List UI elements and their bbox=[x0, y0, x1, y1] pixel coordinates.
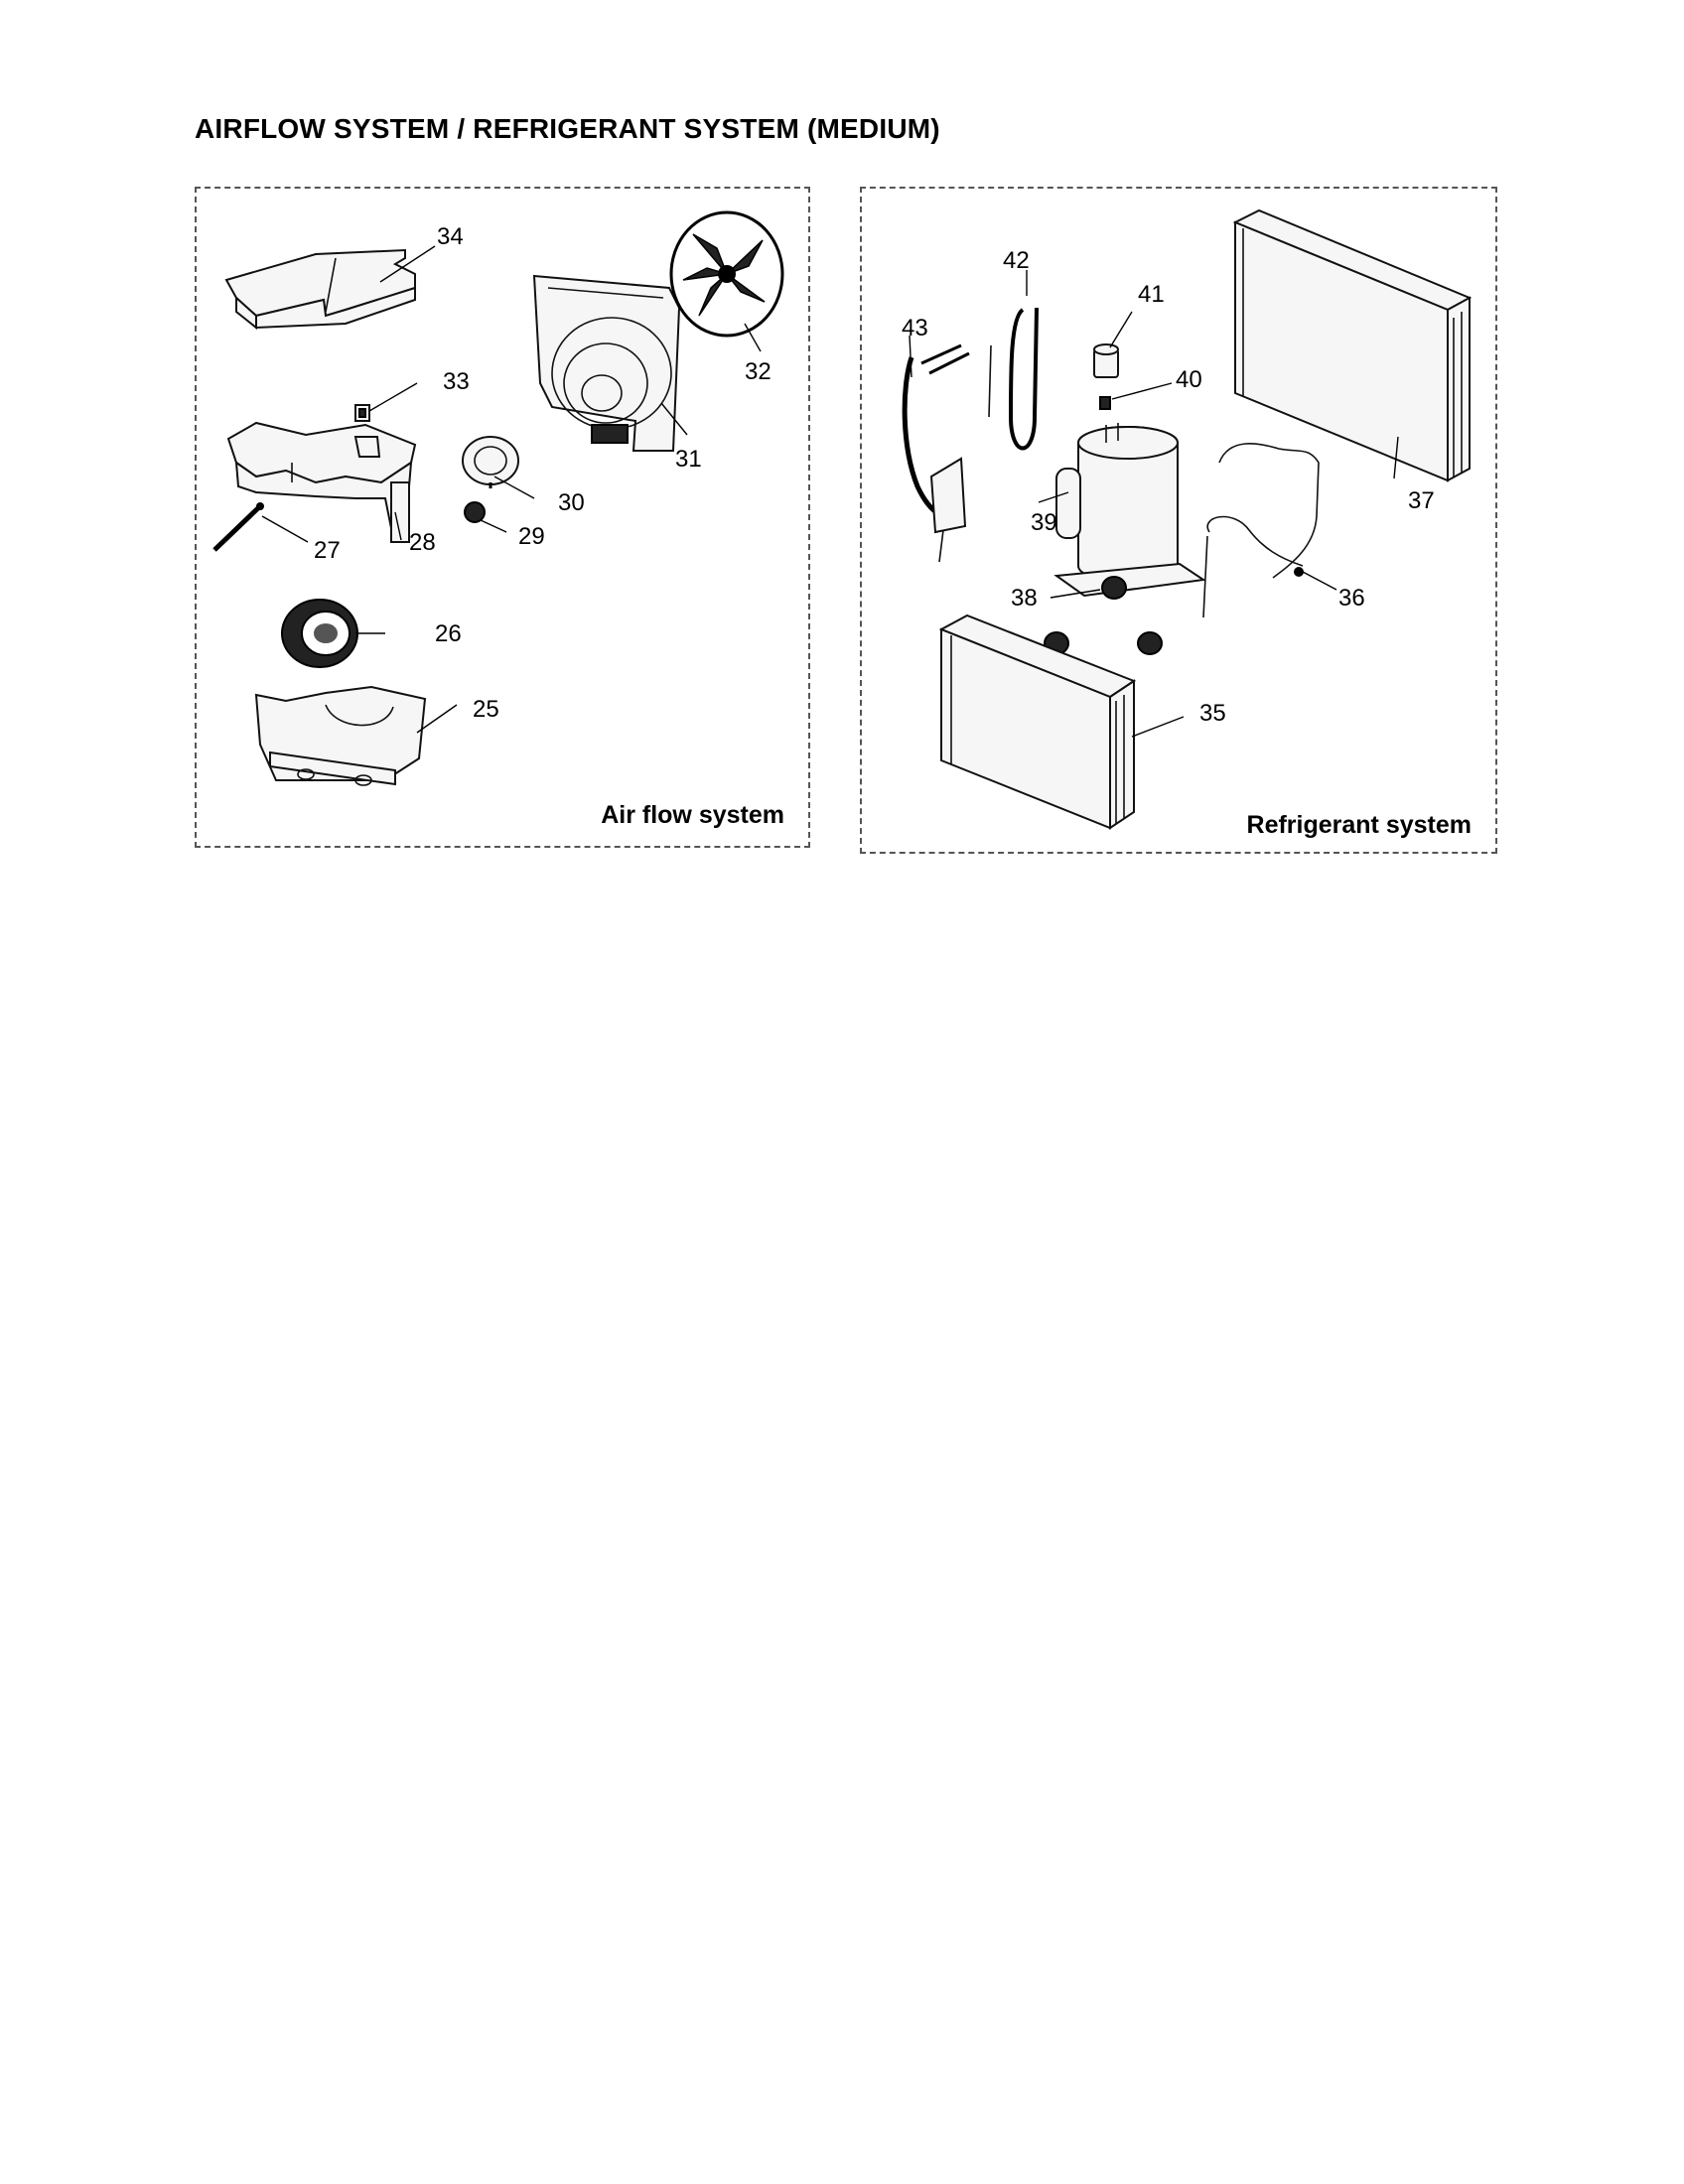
refrigerant-panel-caption: Refrigerant system bbox=[1246, 811, 1472, 839]
callout-34: 34 bbox=[437, 223, 464, 250]
part-33-small-block bbox=[354, 382, 418, 422]
callout-38: 38 bbox=[1011, 585, 1038, 612]
part-29-nut bbox=[464, 501, 507, 533]
part-26-blower-wheel bbox=[281, 599, 385, 668]
part-40-fitting bbox=[1099, 382, 1173, 410]
callout-30: 30 bbox=[558, 489, 585, 516]
callout-29: 29 bbox=[518, 523, 545, 550]
airflow-system-panel: 34 33 28 27 bbox=[195, 187, 810, 848]
callout-36: 36 bbox=[1338, 585, 1365, 612]
callout-37: 37 bbox=[1408, 487, 1435, 514]
part-30-fan-motor bbox=[462, 436, 535, 499]
page-title: AIRFLOW SYSTEM / REFRIGERANT SYSTEM (MED… bbox=[195, 113, 940, 144]
callout-35: 35 bbox=[1199, 700, 1226, 727]
airflow-panel-caption: Air flow system bbox=[601, 801, 784, 829]
part-39-compressor bbox=[1038, 423, 1206, 598]
callout-28: 28 bbox=[409, 529, 436, 556]
callout-27: 27 bbox=[314, 537, 341, 564]
callout-40: 40 bbox=[1176, 366, 1202, 393]
callout-26: 26 bbox=[435, 620, 462, 647]
callout-33: 33 bbox=[443, 368, 470, 395]
callout-25: 25 bbox=[473, 696, 499, 723]
part-32-fan-blade bbox=[669, 210, 784, 352]
refrigerant-exploded-diagram: 37 36 43 42 bbox=[902, 208, 1473, 830]
part-43-capillary-assembly bbox=[902, 335, 992, 563]
callout-41: 41 bbox=[1138, 281, 1165, 308]
part-41-terminal-cover bbox=[1093, 311, 1133, 378]
part-27-rod bbox=[212, 502, 309, 552]
part-35-condenser-coil bbox=[938, 614, 1185, 830]
part-36-suction-pipe bbox=[1202, 443, 1337, 618]
part-28-duct-housing bbox=[226, 421, 417, 543]
refrigerant-system-panel: 37 36 43 42 bbox=[860, 187, 1497, 854]
part-31-fan-shroud bbox=[532, 274, 688, 452]
part-34-top-bracket bbox=[224, 245, 436, 331]
callout-39: 39 bbox=[1031, 509, 1057, 536]
callout-32: 32 bbox=[745, 358, 772, 385]
callout-42: 42 bbox=[1003, 247, 1030, 274]
airflow-exploded-diagram: 34 33 28 27 bbox=[212, 210, 784, 786]
part-37-evaporator-coil bbox=[1232, 208, 1473, 482]
callout-43: 43 bbox=[902, 315, 928, 341]
callout-31: 31 bbox=[675, 446, 702, 473]
part-25-scroll-housing bbox=[254, 685, 458, 786]
part-42-loop-tube bbox=[1008, 270, 1039, 451]
